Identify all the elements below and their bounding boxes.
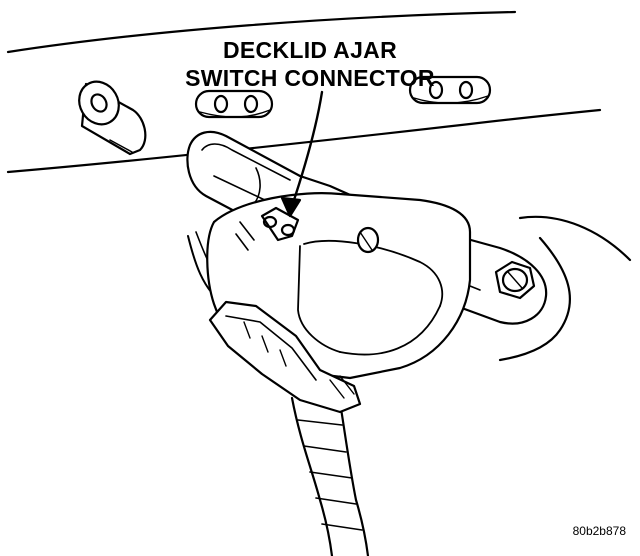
lock-cylinder-link <box>356 226 380 254</box>
attaching-bolt <box>494 260 536 300</box>
body-side-curve-inner <box>498 236 571 362</box>
body-side-curve-outer <box>518 215 632 262</box>
decklid-panel-lower-edge <box>6 108 602 174</box>
rubber-bumper <box>78 80 147 156</box>
callout-line-2: SWITCH CONNECTOR <box>185 65 435 91</box>
callout-line-1: DECKLID AJAR <box>223 37 397 63</box>
lower-connector-plug <box>208 300 362 414</box>
callout-label: DECKLID AJAR SWITCH CONNECTOR <box>150 36 470 92</box>
panel-slot-right <box>408 75 492 105</box>
panel-slot-left <box>194 89 274 119</box>
decklid-panel-top-edge <box>6 10 517 54</box>
figure-reference-code: 80b2b878 <box>572 524 626 538</box>
callout-leader-arrow <box>280 90 324 218</box>
